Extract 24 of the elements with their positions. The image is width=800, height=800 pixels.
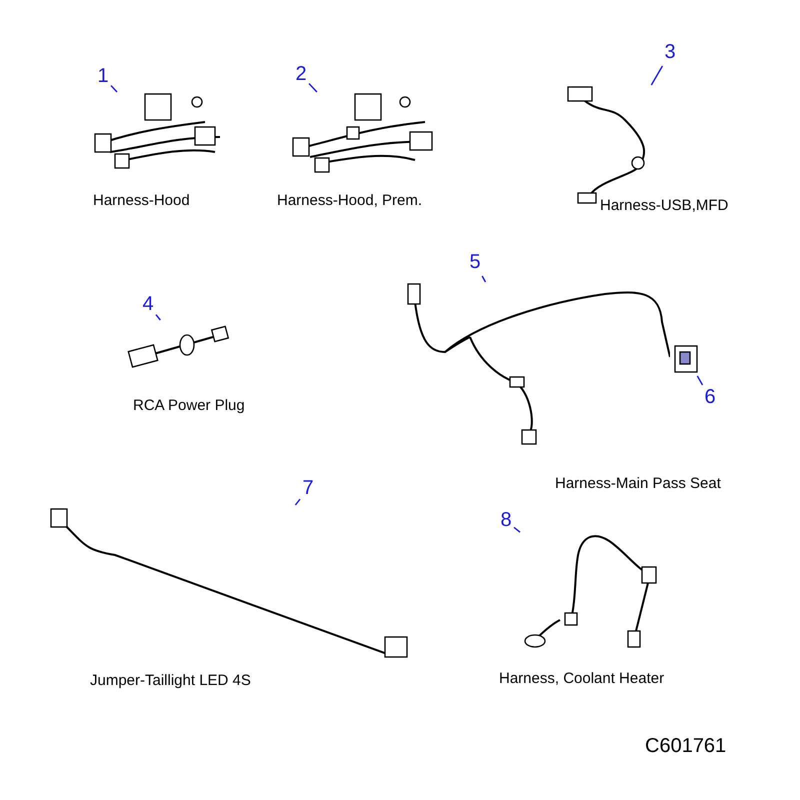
drawing-number: C601761 — [645, 735, 726, 758]
leader-line — [696, 376, 704, 386]
leader-line — [308, 83, 318, 92]
leader-line — [482, 276, 486, 282]
callout-number: 8 — [498, 508, 514, 534]
part-name: RCA Power Plug — [133, 397, 245, 414]
callout-number: 6 — [702, 385, 718, 411]
callout-number: 3 — [662, 40, 678, 66]
part-name: Harness-USB,MFD — [600, 197, 728, 214]
part-name: Harness, Coolant Heater — [499, 670, 664, 687]
part-name: Harness-Main Pass Seat — [555, 475, 721, 492]
leader-line — [110, 85, 118, 92]
leader-line — [514, 526, 520, 533]
part-name: Harness-Hood — [93, 192, 190, 209]
callout-number: 2 — [293, 62, 309, 88]
callout-number: 7 — [300, 476, 316, 502]
part-name: Jumper-Taillight LED 4S — [90, 672, 251, 689]
callout-number: 1 — [95, 64, 111, 90]
leader-line — [650, 66, 664, 86]
part-name: Harness-Hood, Prem. — [277, 192, 422, 209]
callout-number: 4 — [140, 292, 156, 318]
callout-number: 5 — [467, 250, 483, 276]
leader-line — [155, 314, 161, 320]
leader-line — [294, 498, 301, 506]
